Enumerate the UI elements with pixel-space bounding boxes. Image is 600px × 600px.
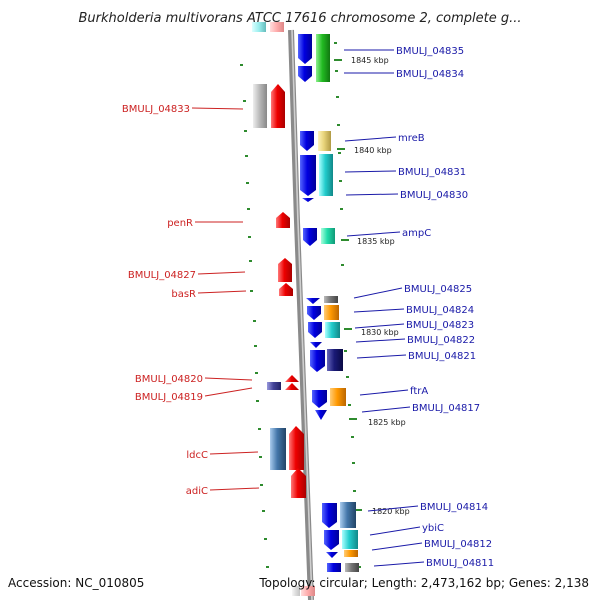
- gene-label[interactable]: BMULJ_04819: [135, 392, 203, 403]
- scale-label: 1820 kbp: [372, 507, 410, 516]
- gene-faded-top-red: [270, 22, 284, 32]
- gene-bmulj-04824: [324, 305, 339, 320]
- gene-label[interactable]: BMULJ_04814: [420, 502, 488, 513]
- gene-bmulj-04834: [316, 34, 330, 82]
- gene-bmulj-04834-inner: [298, 66, 312, 82]
- left-gene-labels: BMULJ_04833 penR BMULJ_04827 basR BMULJ_…: [122, 104, 208, 497]
- left-tick-column: [240, 64, 269, 568]
- gene-label[interactable]: mreB: [398, 133, 425, 144]
- gene-label[interactable]: BMULJ_04822: [407, 335, 475, 346]
- scale-label: 1845 kbp: [351, 56, 389, 65]
- gene-bmulj-04827: [278, 258, 292, 282]
- gene-label[interactable]: BMULJ_04811: [426, 558, 494, 569]
- gene-label[interactable]: BMULJ_04833: [122, 104, 190, 115]
- gene-bmulj-04819: [285, 375, 299, 382]
- gene-bmulj-04814-inner: [322, 503, 337, 528]
- gene-faded-top-cyan: [252, 22, 266, 32]
- gene-label[interactable]: BMULJ_04834: [396, 69, 464, 80]
- gene-label[interactable]: BMULJ_04812: [424, 539, 492, 550]
- gene-basr: [279, 283, 293, 296]
- gene-label[interactable]: BMULJ_04830: [400, 190, 468, 201]
- gene-bmulj-04820: [267, 382, 281, 390]
- left-connectors: [191, 107, 260, 491]
- chromosome-backbone: [288, 29, 314, 600]
- gene-bmulj-04817-inner: [315, 410, 327, 420]
- right-gene-track-1: [298, 34, 341, 572]
- gene-label[interactable]: adiC: [186, 486, 208, 497]
- gene-label[interactable]: ampC: [402, 228, 431, 239]
- scale-label: 1830 kbp: [361, 328, 399, 337]
- gene-label[interactable]: ldcC: [186, 450, 208, 461]
- gene-bmulj-04833-gray: [253, 84, 267, 128]
- gene-bmulj-04831: [300, 155, 316, 196]
- gene-label[interactable]: penR: [167, 218, 193, 229]
- right-gene-track-2: [316, 34, 359, 572]
- gene-bmulj-04821-inner: [310, 350, 325, 372]
- accession-text: Accession: NC_010805: [8, 576, 144, 590]
- scale-label: 1825 kbp: [368, 418, 406, 427]
- gene-bmulj-04835: [298, 34, 312, 64]
- gene-bmulj-04814: [340, 502, 356, 528]
- gene-bmulj-04812: [344, 550, 358, 557]
- gene-bmulj-04825: [324, 296, 338, 303]
- gene-label[interactable]: BMULJ_04827: [128, 270, 196, 281]
- gene-bmulj-04821: [327, 349, 343, 371]
- gene-label[interactable]: BMULJ_04823: [406, 320, 474, 331]
- gene-label[interactable]: ybiC: [422, 523, 444, 534]
- gene-label[interactable]: BMULJ_04817: [412, 403, 480, 414]
- gene-bmulj-04811-inner: [327, 563, 341, 572]
- gene-ftra-inner: [312, 390, 327, 408]
- scale-label: 1835 kbp: [357, 237, 395, 246]
- topology-text: Topology: circular; Length: 2,473,162 bp…: [258, 576, 589, 590]
- map-title: Burkholderia multivorans ATCC 17616 chro…: [79, 11, 522, 26]
- gene-bmulj-04823-inner: [308, 322, 322, 338]
- gene-bmulj-04824-inner: [307, 306, 321, 320]
- right-gene-labels: BMULJ_04835 BMULJ_04834 mreB BMULJ_04831…: [396, 46, 494, 569]
- gene-ybic: [342, 530, 358, 549]
- gene-ybic-inner: [324, 530, 339, 550]
- gene-ldcc: [289, 426, 304, 470]
- right-tick-column: [334, 42, 361, 568]
- gene-mreb: [318, 131, 331, 151]
- gene-adic: [291, 468, 306, 498]
- gene-bmulj-04830: [319, 154, 333, 196]
- gene-label[interactable]: BMULJ_04821: [408, 351, 476, 362]
- gene-ampc-inner: [303, 228, 317, 246]
- gene-label[interactable]: BMULJ_04824: [406, 305, 474, 316]
- gene-label[interactable]: basR: [171, 289, 196, 300]
- gene-bmulj-04825-inner: [306, 298, 320, 304]
- gene-label[interactable]: BMULJ_04831: [398, 167, 466, 178]
- gene-faded-bottom-gray: [292, 586, 300, 596]
- gene-penr: [276, 212, 290, 228]
- gene-ftra: [330, 388, 346, 406]
- gene-bmulj-04823: [325, 322, 340, 338]
- gene-label[interactable]: BMULJ_04835: [396, 46, 464, 57]
- gene-label[interactable]: BMULJ_04820: [135, 374, 203, 385]
- scale-label: 1840 kbp: [354, 146, 392, 155]
- gene-label[interactable]: ftrA: [410, 386, 428, 397]
- right-connectors: [344, 49, 425, 567]
- gene-faded-bottom-red: [301, 586, 315, 596]
- gene-ldcc-steel: [270, 428, 286, 470]
- gene-mreb-inner: [300, 131, 314, 151]
- gene-bmulj-04833: [271, 84, 285, 128]
- gene-label[interactable]: BMULJ_04825: [404, 284, 472, 295]
- gene-ampc: [321, 228, 335, 244]
- left-gene-track: [253, 84, 306, 498]
- scale-markers: 1845 kbp 1840 kbp 1835 kbp 1830 kbp 1825…: [334, 56, 410, 516]
